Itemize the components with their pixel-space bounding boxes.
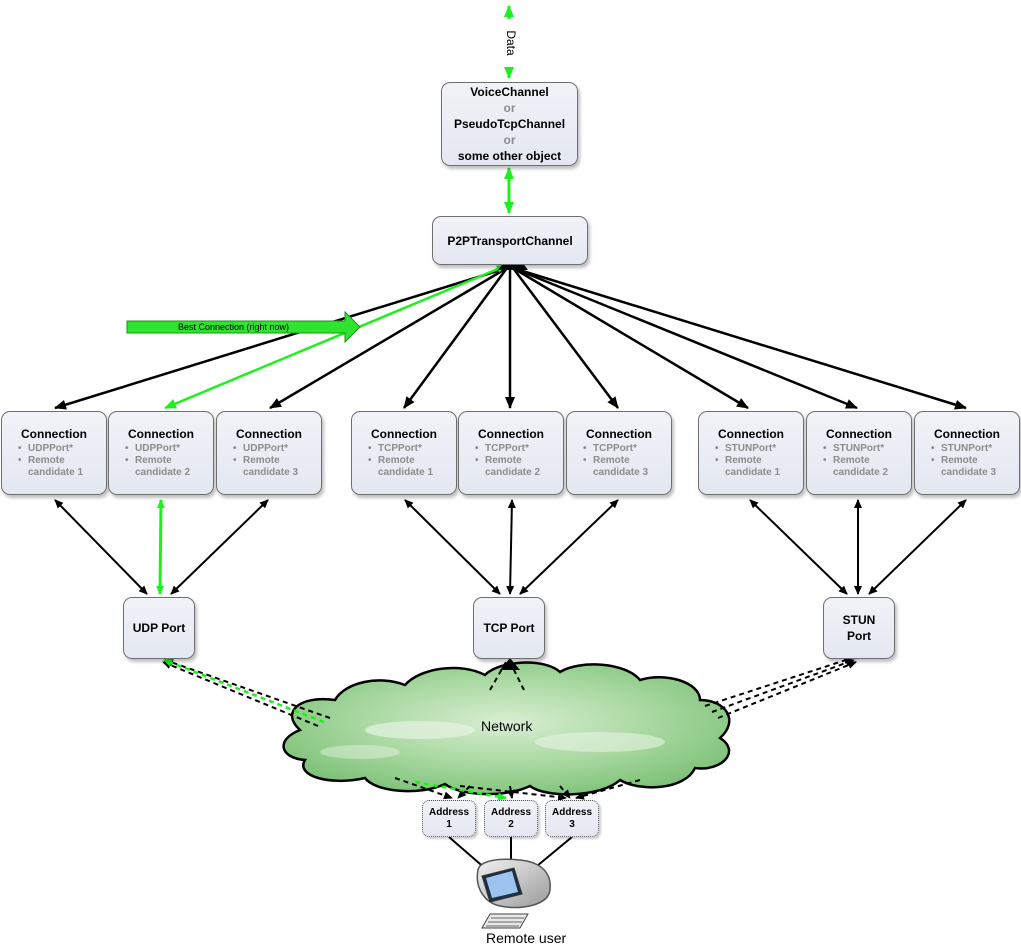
computer-icon [476, 858, 551, 909]
channel-or-1: or [503, 101, 516, 115]
udp-port-label: UDP Port [132, 621, 186, 635]
network-to-address-best-link [414, 780, 507, 801]
connection-to-port-arrows [54, 499, 967, 595]
p2p-transport-channel-box: P2PTransportChannel [432, 216, 588, 265]
tcp-port-label: TCP Port [483, 621, 535, 635]
network-to-udp-best-link [163, 658, 325, 724]
channel-box: VoiceChannel or PseudoTcpChannel or some… [441, 82, 578, 166]
remote-user-label: Remote user [486, 930, 567, 946]
channel-or-2: or [503, 133, 516, 147]
keyboard-icon [481, 913, 529, 929]
tcp-port-box: TCP Port [473, 597, 545, 659]
fanout-arrows [54, 266, 967, 410]
channel-other: some other object [457, 149, 562, 163]
network-to-stun-links [704, 656, 857, 719]
p2p-transport-channel-label: P2PTransportChannel [447, 233, 573, 248]
network-to-udp-links [162, 658, 331, 727]
best-connection-to-udp-arrow [156, 499, 165, 595]
best-connection-label: Best Connection (right now) [178, 322, 290, 332]
channel-voice: VoiceChannel [470, 85, 549, 99]
best-connection-arrow [164, 264, 506, 410]
data-label: Data [504, 19, 518, 67]
udp-port-box: UDP Port [123, 597, 195, 659]
network-cloud [282, 661, 731, 796]
network-to-address-links [394, 777, 641, 802]
network-to-tcp-links [489, 658, 525, 691]
channel-pseudotcp: PseudoTcpChannel [453, 117, 566, 131]
network-label: Network [481, 718, 533, 734]
best-connection-callout [126, 310, 361, 344]
